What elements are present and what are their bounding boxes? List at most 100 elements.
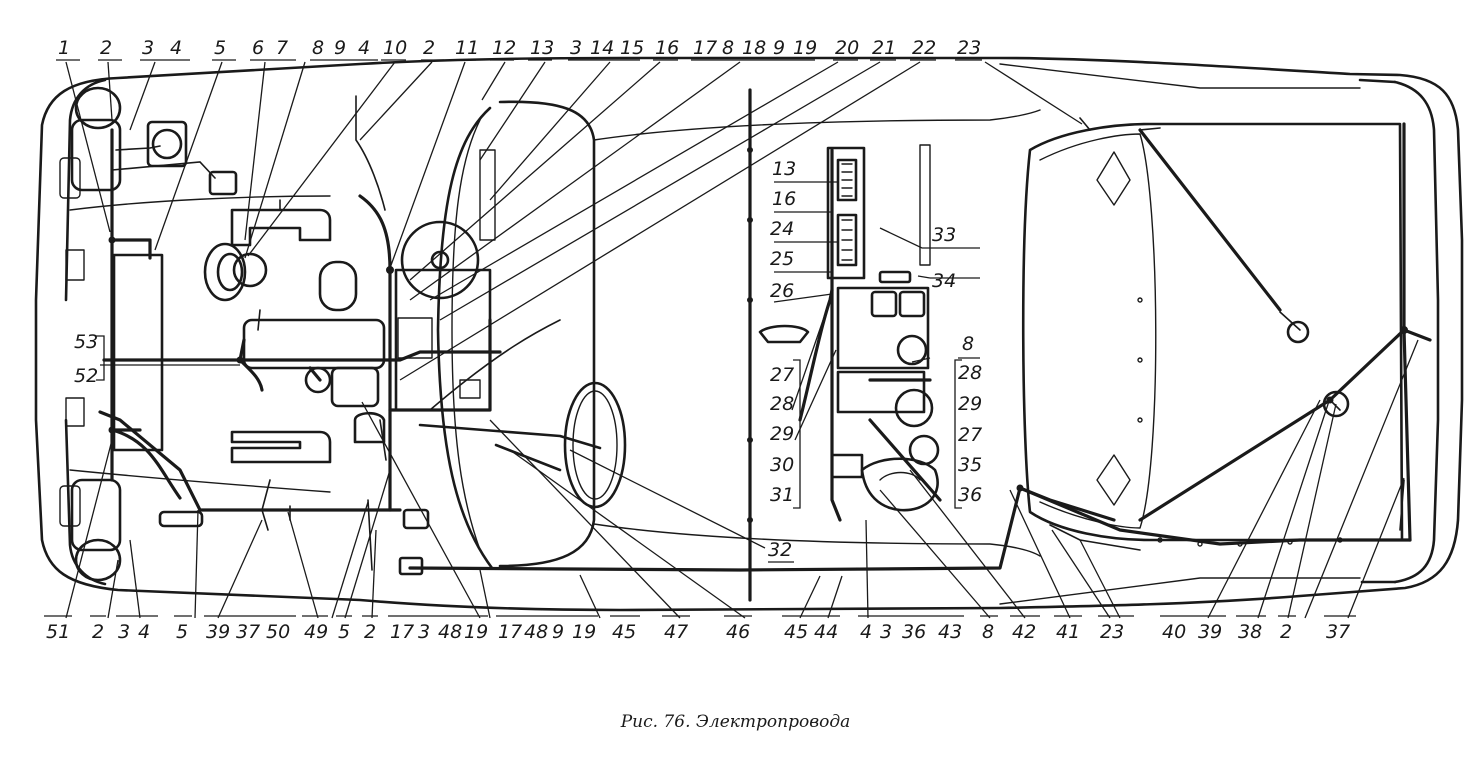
callout-24: 24	[770, 218, 794, 240]
callout-underlines-center	[768, 247, 980, 563]
callout-27: 27	[770, 364, 794, 386]
callout-3b: 3	[570, 37, 582, 59]
callout-47: 47	[664, 621, 688, 643]
engine-compartment	[59, 86, 496, 582]
callout-16b: 16	[772, 188, 796, 210]
callout-4b: 4	[358, 37, 370, 59]
callout-16: 16	[655, 37, 679, 59]
callout-37: 37	[236, 621, 260, 643]
callout-34: 34	[932, 270, 956, 292]
callout-33: 33	[932, 224, 956, 246]
callout-39b: 39	[1198, 621, 1222, 643]
callout-18: 18	[742, 37, 766, 59]
callouts-center-right: 33 34 8 28 29 27 35 36	[932, 224, 982, 506]
callouts-center-left: 13 16 24 25 26	[770, 158, 796, 302]
callout-38: 38	[1238, 621, 1262, 643]
wiring-harnesses	[98, 88, 1432, 602]
callout-35: 35	[958, 454, 982, 476]
callout-6: 6	[252, 37, 264, 59]
callout-2b: 2	[423, 37, 435, 59]
callout-2: 2	[100, 37, 112, 59]
callout-12: 12	[492, 37, 516, 59]
callouts-center-group-left: 27 28 29 30 31	[770, 364, 794, 506]
callout-41: 41	[1056, 621, 1080, 643]
callout-29b: 29	[958, 393, 982, 415]
callout-19d: 19	[572, 621, 596, 643]
callout-center-bottom: 32	[768, 539, 792, 561]
callout-50: 50	[266, 621, 290, 643]
callout-28: 28	[770, 393, 794, 415]
callout-36b: 36	[958, 484, 982, 506]
figure-caption: Рис. 76. Электропровода	[620, 712, 851, 732]
callout-7: 7	[276, 37, 288, 59]
callout-51: 51	[46, 621, 70, 643]
callout-17c: 17	[390, 621, 414, 643]
callout-45b: 45	[784, 621, 808, 643]
callout-19: 19	[793, 37, 817, 59]
callout-8c: 8	[982, 621, 994, 643]
callout-15: 15	[620, 37, 644, 59]
car-body-outline	[34, 56, 1464, 612]
callout-29: 29	[770, 423, 794, 445]
callout-2e: 2	[1280, 621, 1292, 643]
callout-3d: 3	[418, 621, 430, 643]
callout-13b: 13	[772, 158, 796, 180]
callout-52: 52	[74, 365, 98, 387]
callout-9b: 9	[773, 37, 785, 59]
callout-2d: 2	[364, 621, 376, 643]
callouts-bottom: 51 2 3 4 5 39 37 50 49 5 2 17 3 48 19 17…	[46, 621, 1350, 643]
callout-4: 4	[170, 37, 182, 59]
callout-5c: 5	[176, 621, 188, 643]
callout-19c: 19	[464, 621, 488, 643]
leader-lines	[65, 61, 1419, 619]
callout-28b: 28	[958, 362, 982, 384]
callout-27b: 27	[958, 424, 982, 446]
callout-17: 17	[693, 37, 717, 59]
callout-26: 26	[770, 280, 794, 302]
callout-25: 25	[770, 248, 794, 270]
callout-3c: 3	[118, 621, 130, 643]
callout-23: 23	[957, 37, 981, 59]
callout-20: 20	[835, 37, 859, 59]
wires-thin	[111, 95, 1405, 571]
callout-48: 48	[438, 621, 462, 643]
callout-8: 8	[312, 37, 324, 59]
callout-2c: 2	[92, 621, 104, 643]
callout-9: 9	[334, 37, 346, 59]
callout-23b: 23	[1100, 621, 1124, 643]
callout-8b: 8	[722, 37, 734, 59]
callout-43: 43	[938, 621, 962, 643]
callout-49: 49	[304, 621, 328, 643]
dashboard	[418, 144, 940, 512]
callout-37b: 37	[1326, 621, 1350, 643]
callout-31: 31	[770, 484, 794, 506]
callout-40: 40	[1162, 621, 1186, 643]
callout-46: 46	[726, 621, 750, 643]
callout-36: 36	[902, 621, 926, 643]
callout-17d: 17	[498, 621, 522, 643]
callout-4d: 4	[860, 621, 872, 643]
callout-3e: 3	[880, 621, 892, 643]
callout-13: 13	[530, 37, 554, 59]
callout-39: 39	[206, 621, 230, 643]
callout-30: 30	[770, 454, 794, 476]
callout-8d: 8	[962, 333, 974, 355]
callout-21: 21	[872, 37, 896, 59]
callouts-left: 53 52	[74, 331, 98, 387]
callout-4c: 4	[138, 621, 150, 643]
callouts-top: 1 2 3 4 5 6 7 8 9 4 10 2 11 12 13 3 14 1…	[58, 37, 981, 59]
callout-45: 45	[612, 621, 636, 643]
callout-3: 3	[142, 37, 154, 59]
callout-42: 42	[1012, 621, 1036, 643]
callout-53: 53	[74, 331, 98, 353]
wire-connectors	[108, 147, 1408, 547]
callout-10: 10	[383, 37, 407, 59]
callout-9c: 9	[552, 621, 564, 643]
callout-32: 32	[768, 539, 792, 561]
callout-14: 14	[590, 37, 614, 59]
callout-5: 5	[214, 37, 226, 59]
callout-48b: 48	[524, 621, 548, 643]
callout-11: 11	[455, 37, 479, 59]
callout-1: 1	[58, 37, 70, 59]
